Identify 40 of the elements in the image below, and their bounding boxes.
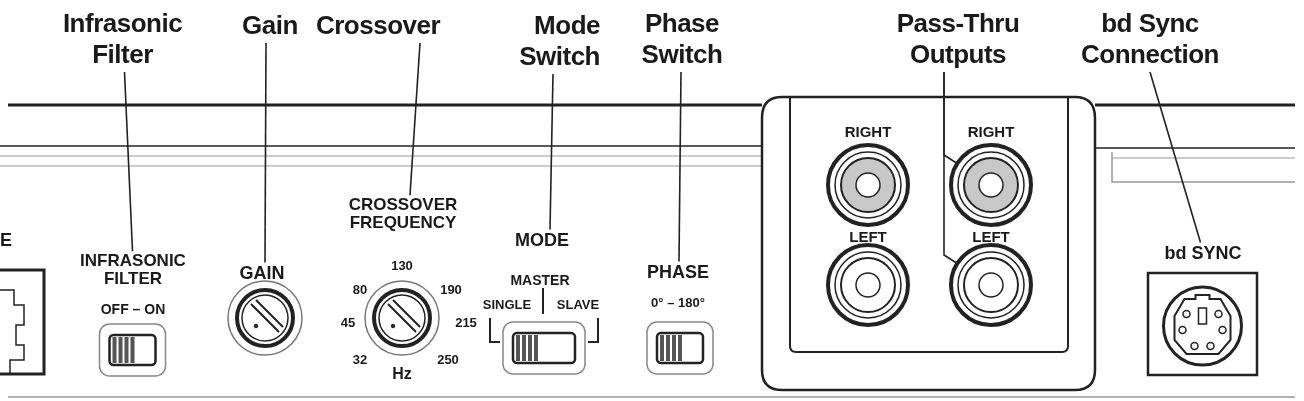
control-label: CROSSOVER FREQUENCY — [347, 196, 459, 232]
control-label: GAIN — [239, 263, 285, 283]
rca-jack — [951, 245, 1031, 325]
leader-line — [409, 42, 421, 196]
scale-value: 32 — [352, 353, 368, 367]
jack-label: LEFT — [972, 229, 1010, 245]
leader-line — [264, 42, 267, 264]
leader-line — [549, 73, 554, 231]
switch-position-label: OFF – ON — [100, 301, 166, 317]
scale-value: 130 — [391, 259, 413, 273]
switch-position-label: SLAVE — [556, 298, 600, 312]
jack-label: RIGHT — [844, 124, 892, 140]
connector-label: bd SYNC — [1164, 243, 1242, 263]
leader-line — [123, 71, 134, 252]
jack-label: LEFT — [849, 229, 887, 245]
panel-edge-letter: E — [0, 230, 12, 250]
control-label: PHASE — [647, 262, 709, 282]
switch-position-label: 0° – 180° — [651, 296, 705, 310]
callout-text: Gain — [235, 10, 305, 41]
rca-jack — [951, 145, 1031, 225]
scale-value: 45 — [340, 316, 356, 330]
callout-text: Phase Switch — [618, 8, 746, 70]
callout-text: Infrasonic Filter — [50, 8, 195, 70]
switch-position-label: SINGLE — [482, 298, 532, 312]
scale-value: 190 — [440, 283, 462, 297]
leader-line — [943, 71, 959, 265]
callout-text: Pass-Thru Outputs — [872, 8, 1044, 70]
leader-line — [1149, 71, 1202, 244]
callout-text: Crossover — [308, 10, 448, 41]
unit-label: Hz — [392, 365, 412, 383]
leader-line — [678, 71, 682, 263]
switch-position-label: MASTER — [510, 272, 570, 288]
jack-label: RIGHT — [967, 124, 1015, 140]
callout-text: Mode Switch — [452, 10, 600, 72]
control-label: INFRASONIC FILTER — [79, 252, 187, 288]
scale-value: 250 — [437, 353, 459, 367]
scale-value: 80 — [352, 283, 368, 297]
scale-value: 215 — [455, 316, 477, 330]
control-label: MODE — [515, 230, 569, 250]
callout-text: bd Sync Connection — [1060, 8, 1240, 70]
